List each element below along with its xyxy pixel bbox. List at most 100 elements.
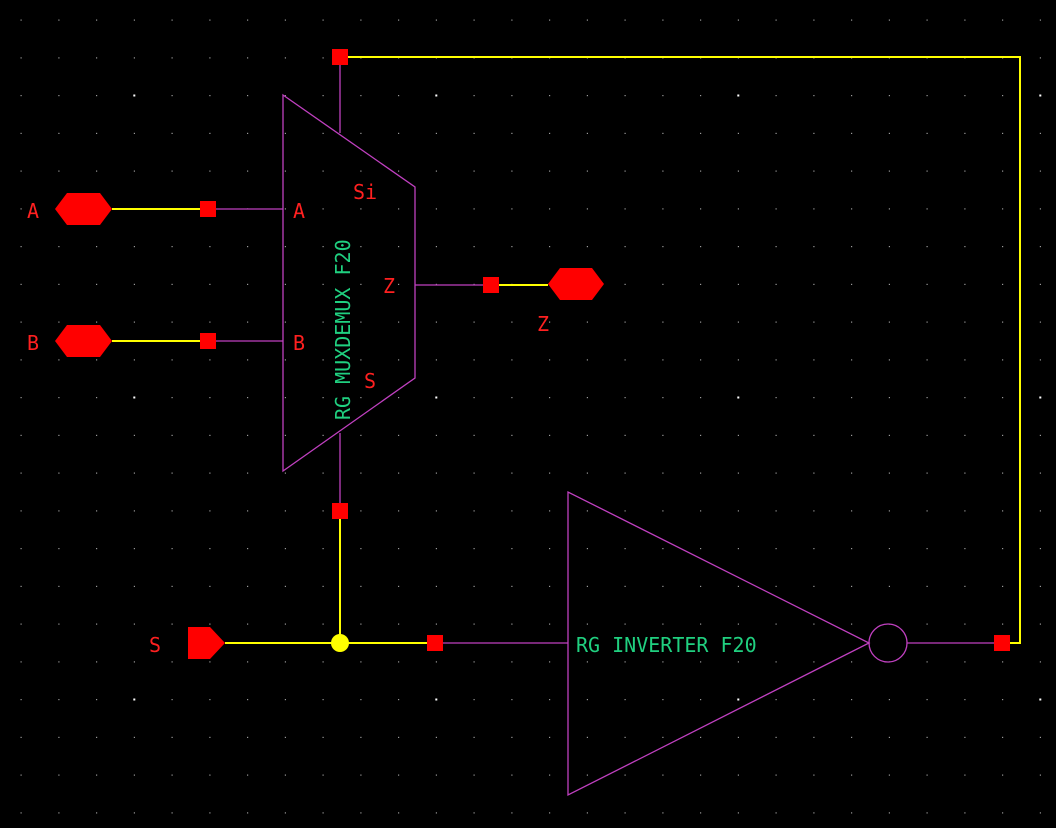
grid-dot — [624, 19, 626, 21]
grid-dot — [58, 510, 60, 512]
grid-dot — [133, 698, 136, 701]
grid-dot — [813, 246, 815, 248]
grid-dot — [737, 510, 739, 512]
port-pins[interactable] — [55, 193, 604, 659]
terminal-markers[interactable] — [200, 49, 1010, 651]
grid-dot — [624, 736, 626, 738]
grid-dot — [322, 132, 324, 134]
grid-dot — [473, 208, 475, 210]
grid-dot — [586, 397, 588, 399]
grid-dot — [209, 321, 211, 323]
input-pin-icon[interactable] — [188, 627, 225, 659]
mux-symbol[interactable]: A B Z Si S RG MUXDEMUX F20 — [208, 57, 491, 511]
grid-dot — [209, 699, 211, 701]
hexagon-pin-icon[interactable] — [548, 268, 604, 300]
grid-dot — [435, 94, 438, 97]
grid-dot — [888, 472, 890, 474]
grid-dot — [926, 170, 928, 172]
grid-dot — [737, 585, 739, 587]
grid-dot — [435, 246, 437, 248]
grid-dot — [888, 434, 890, 436]
grid-dot — [360, 321, 362, 323]
grid-dot — [662, 472, 664, 474]
grid-dot — [284, 397, 286, 399]
grid-dot — [964, 321, 966, 323]
grid-dot — [964, 397, 966, 399]
grid-dot — [435, 585, 437, 587]
grid-dot — [171, 585, 173, 587]
grid-dot — [473, 548, 475, 550]
grid-dot — [586, 19, 588, 21]
grid-dot — [398, 812, 400, 814]
grid-dot — [964, 736, 966, 738]
grid-dot — [813, 283, 815, 285]
grid-dot — [322, 283, 324, 285]
grid-dot — [96, 19, 98, 21]
grid-dot — [1039, 19, 1041, 21]
mux-body[interactable] — [282, 93, 416, 473]
grid-dot — [737, 736, 739, 738]
grid-dot — [360, 397, 362, 399]
grid-dot — [209, 548, 211, 550]
grid-dot — [209, 359, 211, 361]
grid-dot — [1039, 94, 1042, 97]
grid-dot — [700, 397, 702, 399]
terminal-inverter-out[interactable] — [994, 635, 1010, 651]
wire-junction-dot[interactable] — [331, 634, 349, 652]
grid-dot — [473, 736, 475, 738]
grid-dot — [435, 623, 437, 625]
grid-dot — [1002, 699, 1004, 701]
grid-dot — [20, 623, 22, 625]
grid-dot — [58, 699, 60, 701]
grid-dot — [96, 699, 98, 701]
grid-dot — [662, 736, 664, 738]
wires[interactable] — [112, 56, 1021, 644]
grid-dot — [549, 736, 551, 738]
grid-dot — [737, 396, 740, 399]
grid-dot — [284, 246, 286, 248]
grid-dot — [549, 510, 551, 512]
terminal-mux-b[interactable] — [200, 333, 216, 349]
terminal-inverter-in[interactable] — [427, 635, 443, 651]
grid-dot — [586, 585, 588, 587]
grid-dot — [96, 283, 98, 285]
grid-dot — [549, 208, 551, 210]
grid-dot — [1039, 208, 1041, 210]
grid-dot — [549, 699, 551, 701]
grid-dot — [209, 661, 211, 663]
grid-dot — [662, 132, 664, 134]
wire-feedback[interactable] — [340, 56, 1021, 644]
grid-dot — [926, 397, 928, 399]
grid-dot — [737, 812, 739, 814]
grid-dot — [398, 321, 400, 323]
grid-dot — [435, 132, 437, 134]
grid-dot — [624, 623, 626, 625]
grid-dot — [133, 396, 136, 399]
terminal-mux-s[interactable] — [332, 503, 348, 519]
inverter-symbol[interactable]: RG INVERTER F20 — [435, 490, 1002, 797]
hexagon-pin-icon[interactable] — [55, 193, 112, 225]
terminal-mux-a[interactable] — [200, 201, 216, 217]
grid-dot — [662, 170, 664, 172]
grid-dot — [284, 359, 286, 361]
grid-dot — [737, 208, 739, 210]
grid-dot — [888, 812, 890, 814]
terminal-mux-z[interactable] — [483, 277, 499, 293]
grid-dot — [1039, 623, 1041, 625]
grid-dot — [926, 246, 928, 248]
grid-dot — [737, 321, 739, 323]
grid-dot — [813, 623, 815, 625]
hexagon-pin-icon[interactable] — [55, 325, 112, 357]
grid-dot — [284, 472, 286, 474]
grid-dot — [20, 132, 22, 134]
grid-dot — [473, 585, 475, 587]
grid-dot — [398, 623, 400, 625]
grid-dot — [398, 246, 400, 248]
grid-dot — [20, 736, 22, 738]
grid-dot — [662, 19, 664, 21]
terminal-mux-si[interactable] — [332, 49, 348, 65]
grid-dot — [926, 208, 928, 210]
grid-dot — [851, 736, 853, 738]
